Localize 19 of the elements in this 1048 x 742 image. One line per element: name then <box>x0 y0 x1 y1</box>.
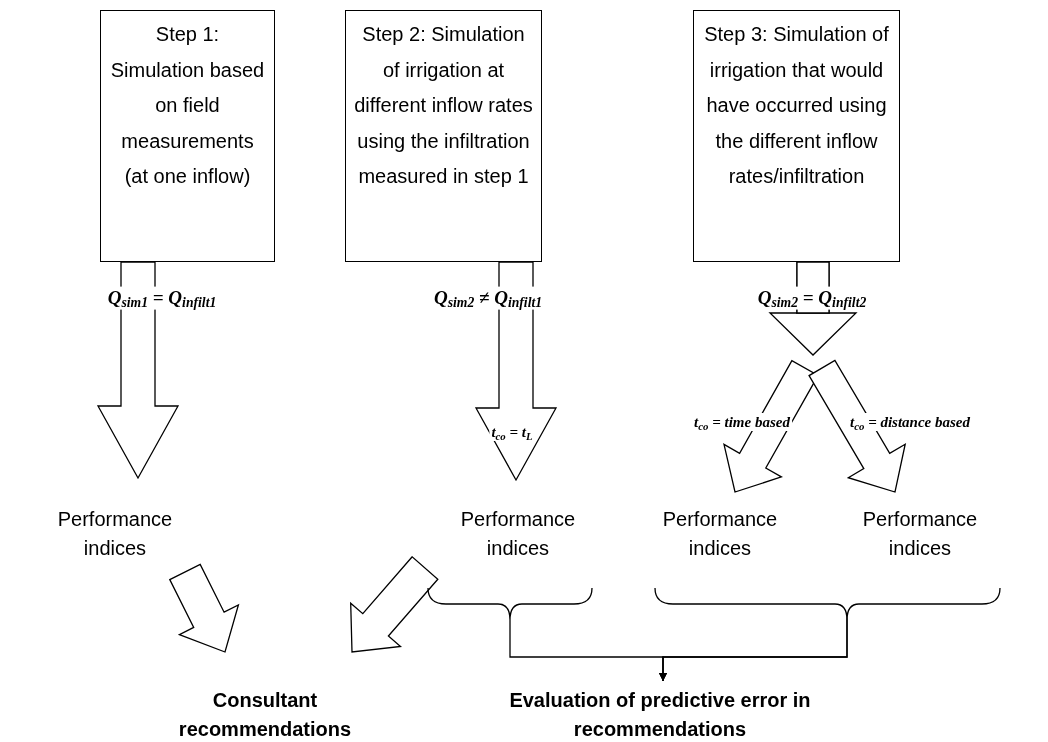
node-label: Consultant recommendations <box>177 688 353 742</box>
process-box <box>100 10 275 262</box>
node-label: Performance indices <box>459 507 577 561</box>
block-arrow <box>168 563 240 653</box>
edge-label: t$_{co}$ = time based <box>692 413 792 431</box>
process-box <box>345 10 542 262</box>
block-arrow <box>350 555 439 653</box>
process-box <box>693 10 900 262</box>
box-text: Step 1: Simulation based on field measurements (at one inflow) <box>109 22 266 189</box>
box-text: Step 2: Simulation of irrigation at different inflow rates using the infiltration measured in step 1 <box>353 22 534 189</box>
connector-arrow <box>659 587 1001 682</box>
edge-label: t$_{co}$ = distance based <box>848 413 972 431</box>
node-label: Evaluation of predictive error in recommendations <box>508 688 812 742</box>
node-label: Performance indices <box>861 507 979 561</box>
box-text: Step 3: Simulation of irrigation that would have occurred using the different inflow rates/infiltration <box>703 22 890 189</box>
node-label: Performance indices <box>56 507 174 561</box>
node-label: Performance indices <box>661 507 779 561</box>
block-arrow <box>96 261 180 480</box>
formula-label: Q$_{sim2}$ = Q$_{infilt2}$ <box>755 286 869 310</box>
